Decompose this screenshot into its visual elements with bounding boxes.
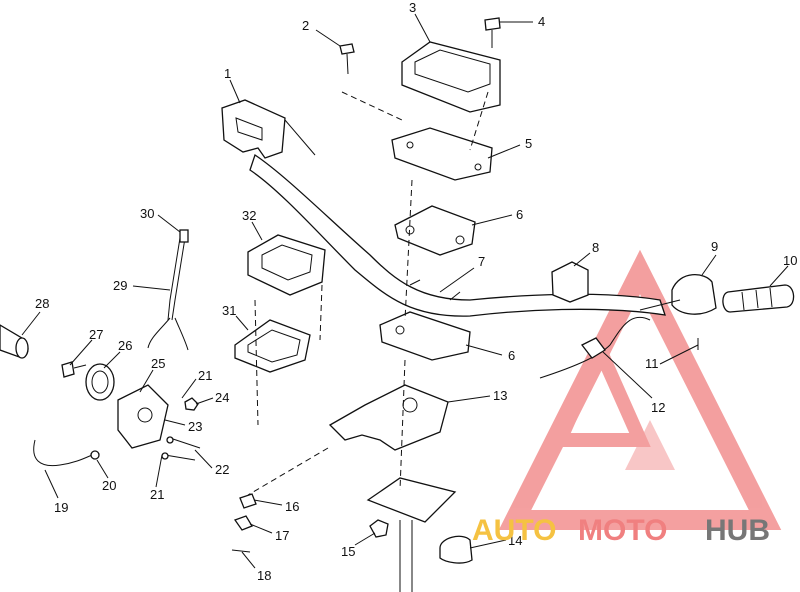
gasket	[234, 319, 311, 373]
callout-15: 15	[341, 544, 355, 559]
callout-24: 24	[215, 390, 229, 405]
watermark-text-auto: AUTO	[472, 514, 556, 547]
callout-13: 13	[493, 388, 507, 403]
callout-1: 1	[224, 66, 231, 81]
callout-20: 20	[102, 478, 116, 493]
callout-32: 32	[242, 208, 256, 223]
callout-17: 17	[275, 528, 289, 543]
callout-2: 2	[302, 18, 309, 33]
assembly-lines	[247, 91, 489, 496]
callout-21b: 21	[150, 487, 164, 502]
callout-19: 19	[54, 500, 68, 515]
callout-10: 10	[783, 253, 797, 268]
watermark-text: AUTO MOTO HUB	[472, 514, 770, 547]
watermark-logo	[498, 249, 782, 530]
plate-25	[117, 384, 169, 449]
callout-16: 16	[285, 499, 299, 514]
callout-14: 14	[508, 533, 522, 548]
handlebar	[249, 153, 666, 317]
callout-6b: 6	[508, 348, 515, 363]
callout-3: 3	[409, 0, 416, 15]
callout-29: 29	[113, 278, 127, 293]
callout-31: 31	[222, 303, 236, 318]
callout-6a: 6	[516, 207, 523, 222]
callout-5: 5	[525, 136, 532, 151]
grip	[722, 284, 795, 313]
callouts: 1 2 3 4 5 6 6 7 8 9 10 11 12 13 14 15 16	[21, 0, 797, 583]
bolt-4	[484, 17, 501, 48]
callout-9: 9	[711, 239, 718, 254]
throttle-cable	[539, 317, 699, 379]
callout-11: 11	[645, 356, 659, 371]
mounting-bracket	[328, 384, 449, 451]
callout-22: 22	[215, 462, 229, 477]
callout-18: 18	[257, 568, 271, 583]
callout-7: 7	[478, 254, 485, 269]
watermark-text-hub: HUB	[705, 514, 770, 547]
clamp-14	[439, 535, 473, 564]
screw-27	[61, 361, 87, 378]
handlebar-pad	[401, 41, 501, 113]
callout-21a: 21	[198, 368, 212, 383]
callout-28: 28	[35, 296, 49, 311]
wiring-harness	[147, 229, 189, 351]
callout-8: 8	[592, 240, 599, 255]
right-switch	[639, 274, 717, 315]
bolt-2	[339, 43, 355, 75]
throttle-housing	[551, 261, 589, 303]
clamp-bottom	[379, 311, 471, 361]
callout-26: 26	[118, 338, 132, 353]
instrument-cover	[247, 234, 326, 296]
small-parts	[231, 493, 257, 553]
clamp-top	[394, 205, 476, 256]
callout-27: 27	[89, 327, 103, 342]
callout-25: 25	[151, 356, 165, 371]
callout-4: 4	[538, 14, 545, 29]
nut-24	[184, 397, 199, 411]
left-switch-housing	[221, 99, 316, 159]
steering-post	[366, 477, 457, 592]
bezel-26	[85, 363, 115, 401]
upper-clamp	[391, 127, 493, 181]
knob-28	[0, 324, 29, 359]
cable-19	[33, 439, 100, 467]
callout-23: 23	[188, 419, 202, 434]
screws-22	[161, 436, 201, 461]
watermark-text-moto: MOTO	[578, 514, 667, 547]
callout-30: 30	[140, 206, 154, 221]
callout-12: 12	[651, 400, 665, 415]
